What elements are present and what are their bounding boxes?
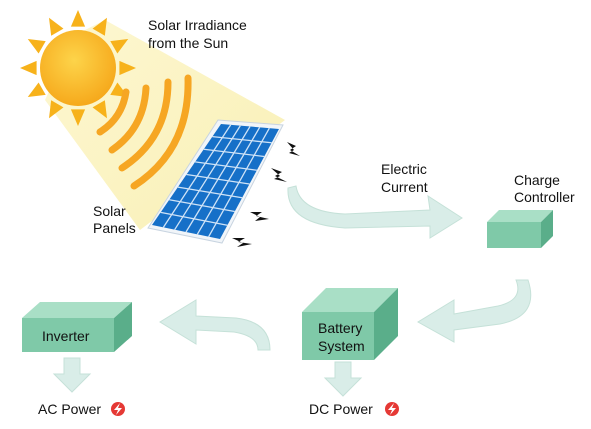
panel-grid-line [186, 173, 250, 185]
sun-ray [27, 82, 46, 97]
sun-ray [70, 10, 86, 27]
current-label-line2: Current [381, 179, 428, 195]
sun-ray [92, 100, 107, 119]
sun-ray [49, 17, 64, 36]
panel-grid-line [212, 135, 272, 144]
solar-panel [147, 119, 284, 244]
charge-controller-box [487, 210, 553, 248]
sun-ray [119, 60, 136, 76]
controller-to-battery-arrow [417, 279, 532, 343]
battery-to-inverter-arrow [159, 299, 271, 351]
electric-current-arrow [287, 185, 463, 239]
sun-ray [70, 109, 86, 126]
inverter-label: Inverter [42, 328, 90, 344]
current-label-line1: Electric [381, 161, 427, 177]
sun-ray [92, 17, 107, 36]
panel-grid-line [169, 199, 235, 213]
sun-ray [27, 39, 46, 54]
sun-label-line2: from the Sun [148, 35, 228, 51]
panels-label-line1: Solar [93, 203, 126, 219]
battery-label-line1: Battery [318, 320, 362, 336]
sun-label-line1: Solar Irradiance [148, 17, 247, 33]
controller-label-line1: Charge [514, 172, 560, 188]
battery-system-box [302, 288, 398, 360]
ac-power-label: AC Power [38, 401, 101, 417]
panel-grid-line [177, 186, 243, 199]
sun-ray [20, 60, 37, 76]
panel-grid-line [195, 161, 257, 171]
dc-down-arrow [323, 361, 363, 397]
lightning-bolt-icons [232, 142, 300, 247]
panels-label-line2: Panels [93, 220, 136, 236]
dc-power-icon [385, 402, 399, 416]
panel-grid-line [203, 148, 265, 158]
irradiance-waves [96, 74, 192, 190]
battery-label-line2: System [318, 338, 365, 354]
inverter-box [22, 302, 132, 352]
ac-power-icon [111, 402, 125, 416]
panel-grid-line [160, 211, 228, 226]
sun-ray [110, 39, 129, 54]
controller-label-line2: Controller [514, 189, 575, 205]
ac-down-arrow [52, 357, 92, 393]
sun-icon [20, 10, 136, 126]
dc-power-label: DC Power [309, 401, 373, 417]
sun-ray [49, 100, 64, 119]
